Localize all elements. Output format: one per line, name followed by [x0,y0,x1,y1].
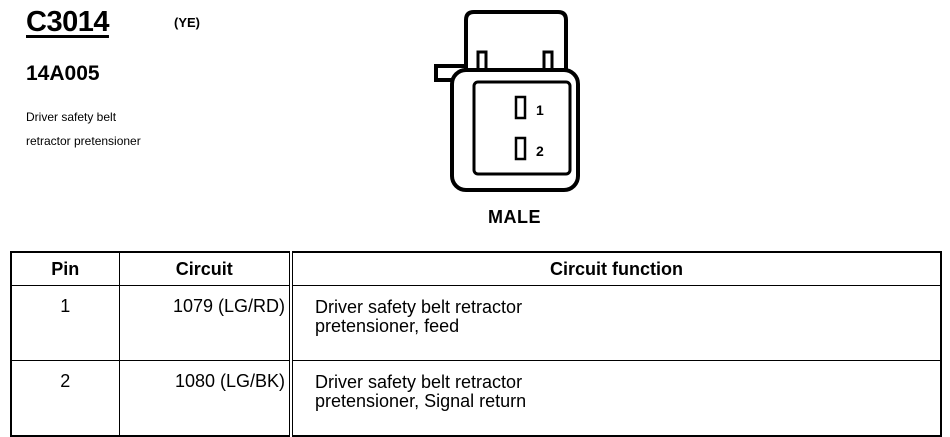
connector-id: C3014 [26,6,109,38]
pin-cavity-2 [514,136,527,161]
pin-cavity-1 [514,95,527,120]
connector-face-diagram: 1 2 [434,10,580,192]
latch-outline [464,10,568,70]
table-row: 1 1079 (LG/RD) Driver safety belt retrac… [10,285,942,361]
header-circuit-function: Circuit function [289,251,942,286]
latch-tab-right [542,50,554,70]
latch-tab-left [476,50,488,70]
header-circuit: Circuit [118,251,292,286]
function-line-1: Driver safety belt retractor [315,372,523,392]
cell-function: Driver safety belt retractor pretensione… [289,360,942,437]
description-line-2: retractor pretensioner [26,134,141,148]
pinout-table: Pin Circuit Circuit function 1 1079 (LG/… [10,251,942,437]
pin-label-1: 1 [536,102,544,118]
description-line-1: Driver safety belt [26,110,117,124]
color-code: (YE) [174,15,200,30]
table-header-row: Pin Circuit Circuit function [10,251,942,286]
cell-circuit: 1079 (LG/RD) [118,285,292,361]
header-pin: Pin [10,251,120,286]
cell-circuit: 1080 (LG/BK) [118,360,292,437]
cell-pin: 2 [10,360,120,437]
part-number: 14A005 [26,62,100,85]
function-line-2: pretensioner, feed [315,316,460,336]
function-line-2: pretensioner, Signal return [315,391,527,411]
connector-body [450,68,580,192]
cell-pin: 1 [10,285,120,361]
cell-function: Driver safety belt retractor pretensione… [289,285,942,361]
connector-face [472,80,572,176]
table-row: 2 1080 (LG/BK) Driver safety belt retrac… [10,360,942,437]
pin-label-2: 2 [536,143,544,159]
connector-gender-label: MALE [488,207,541,227]
function-line-1: Driver safety belt retractor [315,297,523,317]
